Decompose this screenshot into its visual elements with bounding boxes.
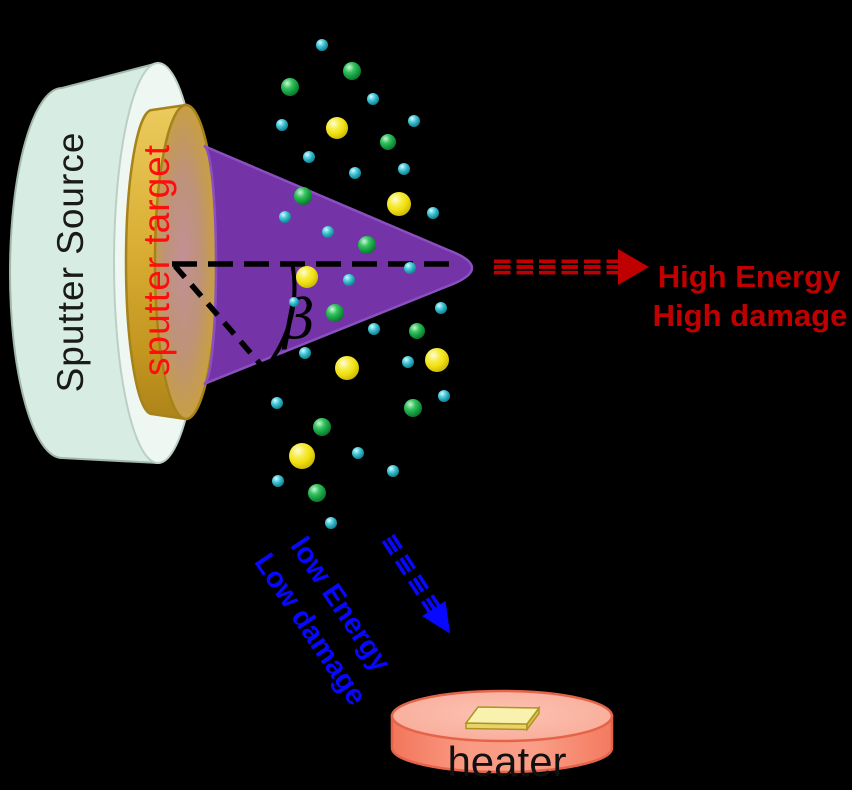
particle-teal	[325, 517, 337, 529]
particle-green	[358, 236, 376, 254]
particle-teal	[279, 211, 291, 223]
particle-teal	[402, 356, 414, 368]
particle-green	[313, 418, 331, 436]
particle-yellow	[296, 266, 318, 288]
high-energy-arrow	[494, 249, 649, 285]
particle-teal	[367, 93, 379, 105]
particle-teal	[272, 475, 284, 487]
particles-layer	[271, 39, 450, 529]
particle-green	[380, 134, 396, 150]
particle-teal	[322, 226, 334, 238]
low-energy-arrowhead	[422, 600, 451, 634]
heater: heater	[390, 689, 614, 785]
high-energy-label-line1: High Energy	[658, 259, 841, 294]
high-energy-arrow-dashes	[494, 259, 623, 275]
low-energy-arrow	[381, 533, 451, 634]
particle-teal	[427, 207, 439, 219]
plume-angle-dashed-line	[172, 264, 265, 368]
particle-teal	[438, 390, 450, 402]
particle-green	[343, 62, 361, 80]
particle-teal	[299, 347, 311, 359]
particle-teal	[408, 115, 420, 127]
particle-yellow	[425, 348, 449, 372]
substrate-top	[464, 706, 541, 725]
angle-arc	[264, 261, 297, 370]
high-energy-label-line2: High damage	[653, 298, 848, 333]
particle-teal	[349, 167, 361, 179]
beta-symbol: β	[281, 288, 314, 351]
particle-green	[294, 187, 312, 205]
particle-yellow	[387, 192, 411, 216]
particle-green	[404, 399, 422, 417]
particle-green	[308, 484, 326, 502]
particle-yellow	[335, 356, 359, 380]
particle-teal	[343, 274, 355, 286]
heater-label: heater	[447, 738, 566, 785]
particle-teal	[435, 302, 447, 314]
particle-green	[409, 323, 425, 339]
particle-teal	[387, 465, 399, 477]
sputter-target-label: sputter target	[136, 144, 177, 376]
particle-teal	[271, 397, 283, 409]
particle-teal	[404, 262, 416, 274]
particle-yellow	[289, 443, 315, 469]
particle-teal	[303, 151, 315, 163]
particle-green	[326, 304, 344, 322]
particle-teal	[368, 323, 380, 335]
particle-teal	[316, 39, 328, 51]
sputter-source-label: Sputter Source	[50, 132, 91, 393]
low-energy-arrow-dashes	[381, 533, 443, 616]
high-energy-arrowhead	[618, 249, 649, 285]
particle-teal	[398, 163, 410, 175]
particle-teal	[289, 297, 299, 307]
particle-yellow	[326, 117, 348, 139]
particle-teal	[352, 447, 364, 459]
particle-green	[281, 78, 299, 96]
particle-teal	[276, 119, 288, 131]
